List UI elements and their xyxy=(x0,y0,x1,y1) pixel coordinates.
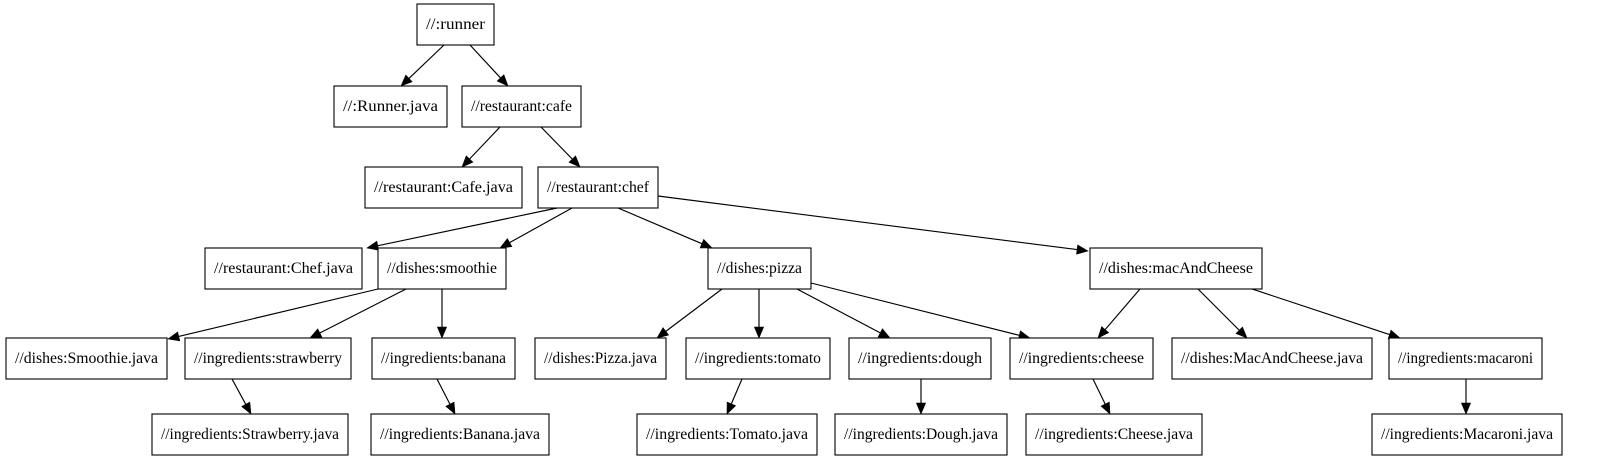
graph-edge xyxy=(617,207,713,249)
graph-edge xyxy=(657,195,1089,255)
graph-node-label: //ingredients:tomato xyxy=(695,350,821,367)
graph-edge xyxy=(469,44,509,87)
graph-edge xyxy=(810,282,1031,341)
graph-edge xyxy=(1460,379,1472,415)
graph-edge xyxy=(1097,288,1141,339)
graph-node-dishes_pizza[interactable]: //dishes:pizza xyxy=(707,247,812,290)
graph-edge xyxy=(753,289,765,339)
graph-edge xyxy=(726,378,743,415)
edges-layer xyxy=(167,44,1472,415)
graph-node-label: //dishes:Smoothie.java xyxy=(15,350,158,367)
graph-node-label: //ingredients:Strawberry.java xyxy=(161,426,339,443)
graph-node-ing_macaroni[interactable]: //ingredients:macaroni xyxy=(1388,337,1543,380)
graph-edge xyxy=(461,126,501,168)
graph-node-dishes_pizzajava[interactable]: //dishes:Pizza.java xyxy=(534,337,667,380)
graph-node-dishes_macjava[interactable]: //dishes:MacAndCheese.java xyxy=(1171,337,1373,380)
graph-edge xyxy=(167,288,379,342)
graph-node-label: //ingredients:Dough.java xyxy=(844,426,998,443)
graph-node-label: //ingredients:Tomato.java xyxy=(646,426,808,443)
graph-node-label: //dishes:smoothie xyxy=(387,260,497,277)
graph-edge xyxy=(796,288,891,339)
graph-node-label: //:Runner.java xyxy=(343,98,438,115)
graph-node-runner_java[interactable]: //:Runner.java xyxy=(333,85,448,128)
graph-node-label: //ingredients:cheese xyxy=(1019,350,1144,367)
graph-edge xyxy=(231,378,252,415)
graph-edge xyxy=(656,288,723,339)
graph-node-label: //restaurant:chef xyxy=(547,179,650,196)
graph-node-restaurant_chef[interactable]: //restaurant:chef xyxy=(537,166,659,209)
graph-node-label: //ingredients:Macaroni.java xyxy=(1381,426,1553,443)
graph-node-restaurant_cafe[interactable]: //restaurant:cafe xyxy=(461,85,582,128)
graph-edge xyxy=(915,379,927,415)
graph-node-ing_doughjava[interactable]: //ingredients:Dough.java xyxy=(834,413,1008,456)
graph-edge xyxy=(499,207,573,249)
graph-node-dishes_macandcheese[interactable]: //dishes:macAndCheese xyxy=(1089,247,1263,290)
graph-node-label: //ingredients:Banana.java xyxy=(380,426,540,443)
graph-node-label: //:runner xyxy=(426,16,486,33)
graph-node-ing_cheesejava[interactable]: //ingredients:Cheese.java xyxy=(1025,413,1203,456)
graph-edge xyxy=(1239,284,1401,340)
graph-node-ing_strawberryjava[interactable]: //ingredients:Strawberry.java xyxy=(151,413,349,456)
graph-node-ing_strawberry[interactable]: //ingredients:strawberry xyxy=(184,337,352,380)
graph-node-label: //dishes:Pizza.java xyxy=(544,350,657,367)
graph-node-label: //restaurant:cafe xyxy=(471,98,572,115)
graph-node-ing_macaronijava[interactable]: //ingredients:Macaroni.java xyxy=(1371,413,1563,456)
graph-node-ing_banana[interactable]: //ingredients:banana xyxy=(371,337,516,380)
graph-node-label: //restaurant:Chef.java xyxy=(214,260,353,277)
graph-node-label: //ingredients:strawberry xyxy=(194,350,342,367)
graph-node-restaurant_chefjava[interactable]: //restaurant:Chef.java xyxy=(204,247,363,290)
graph-node-dishes_smoothie[interactable]: //dishes:smoothie xyxy=(377,247,507,290)
graph-node-label: //dishes:pizza xyxy=(717,260,802,277)
graph-node-label: //ingredients:macaroni xyxy=(1398,350,1534,367)
graph-edge xyxy=(309,288,407,339)
graph-edge xyxy=(1092,378,1111,415)
graph-node-label: //restaurant:Cafe.java xyxy=(374,179,513,196)
graph-edge xyxy=(540,126,581,168)
graph-edge xyxy=(1197,288,1248,339)
nodes-layer: //:runner //:Runner.java //restaurant:cafe… xyxy=(5,3,1563,456)
graph-node-ing_bananajava[interactable]: //ingredients:Banana.java xyxy=(370,413,550,456)
graph-node-dishes_smoothiejava[interactable]: //dishes:Smoothie.java xyxy=(5,337,168,380)
graph-node-label: //ingredients:Cheese.java xyxy=(1035,426,1193,443)
graph-edge xyxy=(366,207,558,251)
graph-node-label: //ingredients:banana xyxy=(381,350,506,367)
graph-node-runner[interactable]: //:runner xyxy=(416,3,495,46)
graph-node-restaurant_cafejava[interactable]: //restaurant:Cafe.java xyxy=(364,166,523,209)
graph-node-label: //dishes:macAndCheese xyxy=(1099,260,1253,277)
graph-node-label: //ingredients:dough xyxy=(858,350,982,367)
graph-edge xyxy=(436,378,456,415)
graph-node-ing_cheese[interactable]: //ingredients:cheese xyxy=(1009,337,1154,380)
graph-edge xyxy=(436,289,448,339)
graph-node-ing_tomatojava[interactable]: //ingredients:Tomato.java xyxy=(636,413,818,456)
graph-node-ing_tomato[interactable]: //ingredients:tomato xyxy=(685,337,831,380)
graph-edge xyxy=(400,44,445,87)
graph-node-label: //dishes:MacAndCheese.java xyxy=(1181,350,1363,367)
graph-node-ing_dough[interactable]: //ingredients:dough xyxy=(848,337,992,380)
